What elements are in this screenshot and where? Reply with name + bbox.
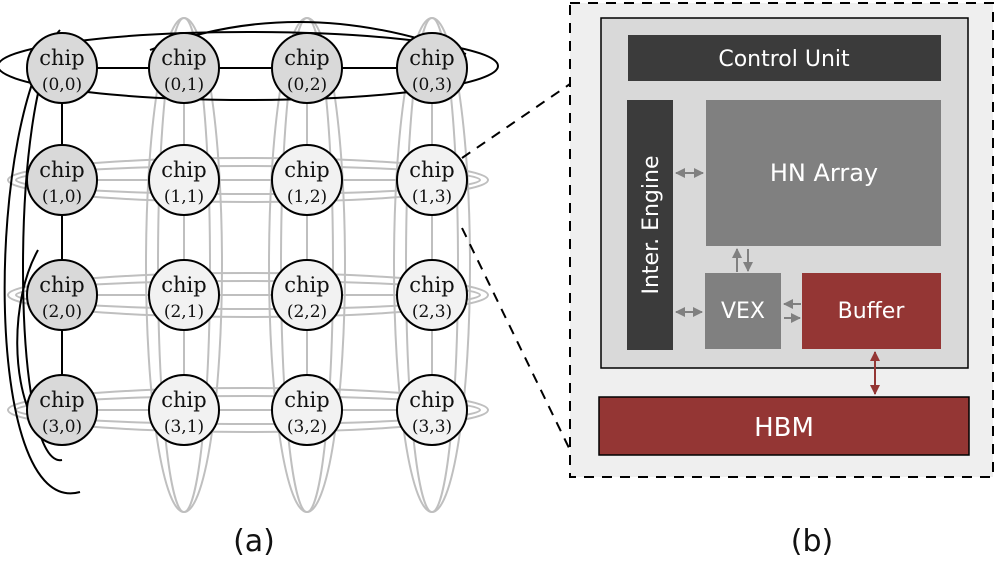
chip-node: chip (2,1) <box>148 259 220 331</box>
chip-node: chip (2,2) <box>271 259 343 331</box>
caption-a: (a) <box>233 524 275 559</box>
chip-node: chip (2,3) <box>396 259 468 331</box>
chip-label: chip <box>39 388 84 412</box>
chip-circle <box>26 144 98 216</box>
chip-circle <box>148 32 220 104</box>
chip-torus-mesh: chip(0,0)chip(0,1)chip(0,2)chip(0,3)chip… <box>0 17 499 559</box>
chip-node: chip (0,1) <box>148 32 220 104</box>
chip-coordinate: (0,1) <box>164 75 204 95</box>
chip-node: chip (3,2) <box>271 374 343 446</box>
chip-label: chip <box>409 158 454 182</box>
chip-node: chip (1,2) <box>271 144 343 216</box>
chip-label: chip <box>284 273 329 297</box>
chip-node: chip (1,1) <box>148 144 220 216</box>
zoom-line-bottom <box>461 227 571 451</box>
chip-circle <box>148 259 220 331</box>
hbm-block <box>598 396 970 456</box>
chip-label: chip <box>284 158 329 182</box>
chip-coordinate: (1,2) <box>287 187 327 207</box>
chip-label: chip <box>409 46 454 70</box>
chip-circle <box>271 144 343 216</box>
chip-coordinate: (2,3) <box>412 302 452 322</box>
chip-circle <box>26 32 98 104</box>
control-unit-label: Control Unit <box>718 47 850 72</box>
chip-label: chip <box>409 388 454 412</box>
chip-grid: chip(0,0)chip(0,1)chip(0,2)chip(0,3)chip… <box>26 32 468 446</box>
chip-coordinate: (2,2) <box>287 302 327 322</box>
chip-coordinate: (0,3) <box>412 75 452 95</box>
row-wrap-links-inactive <box>7 157 489 433</box>
chip-circle <box>148 144 220 216</box>
chip-label: chip <box>39 46 84 70</box>
inter-engine-block <box>627 100 673 350</box>
dataflow-arrows <box>675 168 880 395</box>
buffer-block <box>802 273 941 349</box>
chip-circle <box>271 259 343 331</box>
chip-node: chip (0,3) <box>396 32 468 104</box>
chip-node: chip (0,0) <box>26 32 98 104</box>
chip-coordinate: (3,3) <box>412 417 452 437</box>
chip-circle <box>396 32 468 104</box>
chip-coordinate: (3,1) <box>164 417 204 437</box>
caption-b: (b) <box>791 524 833 559</box>
chip-coordinate: (1,3) <box>412 187 452 207</box>
hbm-label: HBM <box>754 413 814 443</box>
control-unit-block <box>628 35 941 81</box>
zoom-line-top <box>461 83 571 159</box>
chip-node: chip (0,2) <box>271 32 343 104</box>
hn-array-block <box>706 100 941 246</box>
chip-node: chip (1,0) <box>26 144 98 216</box>
chip-circle <box>271 374 343 446</box>
chip-circle <box>396 259 468 331</box>
inter-engine-label: Inter. Engine <box>639 155 664 294</box>
chip-label: chip <box>161 273 206 297</box>
chip-circle <box>396 144 468 216</box>
chip-circle <box>271 32 343 104</box>
chip-label: chip <box>284 46 329 70</box>
chip-label: chip <box>409 273 454 297</box>
chip-architecture-detail: Control Unit Inter. Engine HN Array VEX … <box>461 2 994 559</box>
chip-coordinate: (0,2) <box>287 75 327 95</box>
mesh-links-inactive <box>62 68 433 411</box>
hn-array-label: HN Array <box>770 159 878 187</box>
chip-coordinate: (2,1) <box>164 302 204 322</box>
chip-coordinate: (0,0) <box>42 75 82 95</box>
chip-coordinate: (3,0) <box>42 417 82 437</box>
chip-coordinate: (1,1) <box>164 187 204 207</box>
chip-coordinate: (2,0) <box>42 302 82 322</box>
buffer-label: Buffer <box>838 299 906 324</box>
chip-label: chip <box>284 388 329 412</box>
chip-label: chip <box>39 273 84 297</box>
chip-label: chip <box>161 158 206 182</box>
chip-node: chip (2,0) <box>26 259 98 331</box>
chip-node: chip (3,0) <box>26 374 98 446</box>
chip-node: chip (1,3) <box>396 144 468 216</box>
chip-node: chip (3,1) <box>148 374 220 446</box>
chip-circle <box>148 374 220 446</box>
chip-node: chip (3,3) <box>396 374 468 446</box>
vex-label: VEX <box>721 299 765 324</box>
vex-block <box>705 273 781 349</box>
chip-label: chip <box>161 388 206 412</box>
chip-label: chip <box>39 158 84 182</box>
chip-label: chip <box>161 46 206 70</box>
chip-coordinate: (1,0) <box>42 187 82 207</box>
col-wrap-links-inactive <box>145 17 471 513</box>
chip-coordinate: (3,2) <box>287 417 327 437</box>
chip-circle <box>26 374 98 446</box>
chip-circle <box>26 259 98 331</box>
chip-circle <box>396 374 468 446</box>
